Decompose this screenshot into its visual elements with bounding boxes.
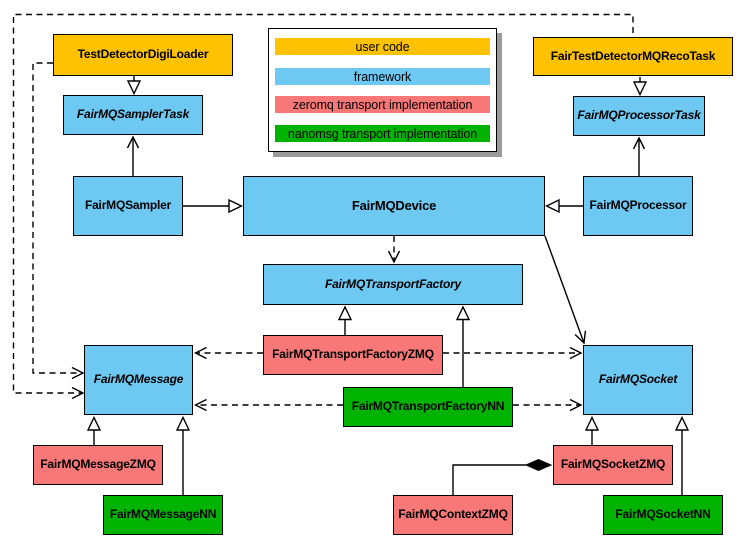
class-name: FairTestDetectorMQRecoTask [550, 48, 716, 63]
node-fairmqprocessor: FairMQProcessor [583, 176, 693, 236]
node-fairmqmessagenn: FairMQMessageNN [103, 495, 223, 535]
node-fairmqdevice: FairMQDevice [243, 176, 545, 236]
node-testdetectordigiloader: TestDetectorDigiLoader [53, 34, 233, 76]
class-name: FairMQContextZMQ [398, 507, 508, 522]
class-name: FairMQMessage [93, 372, 184, 387]
legend-item-zeromq: zeromq transport implementation [275, 96, 490, 113]
class-name: FairMQMessageNN [109, 507, 217, 522]
node-fairmqsamplertask: FairMQSamplerTask [63, 95, 203, 135]
dependency-recotask-message [12, 13, 634, 394]
node-fairmqprocessortask: FairMQProcessorTask [573, 96, 705, 136]
legend-item-user-code: user code [275, 38, 490, 55]
class-name: FairMQProcessorTask [577, 108, 701, 123]
class-name: FairMQSocketZMQ [560, 457, 666, 472]
legend-label: framework [353, 69, 412, 84]
class-name: TestDetectorDigiLoader [77, 47, 209, 62]
class-name: FairMQMessageZMQ [40, 457, 156, 472]
node-fairmqtransportfactoryzmq: FairMQTransportFactoryZMQ [263, 335, 443, 375]
class-name: FairMQSampler [84, 198, 172, 213]
node-fairmqtransportfactory: FairMQTransportFactory [263, 264, 523, 305]
association-device-socket [544, 235, 584, 343]
node-fairmqsocketzmq: FairMQSocketZMQ [553, 445, 673, 485]
class-name: FairMQTransportFactoryNN [351, 399, 505, 414]
legend-label: nanomsg transport implementation [287, 126, 478, 141]
legend-label: zeromq transport implementation [292, 97, 473, 112]
class-name: FairMQProcessor [589, 198, 687, 213]
class-name: FairMQTransportFactory [324, 276, 462, 291]
node-fairmqmessagezmq: FairMQMessageZMQ [33, 445, 163, 485]
legend-box: user code framework zeromq transport imp… [268, 28, 497, 152]
node-fairmqsampler: FairMQSampler [73, 176, 183, 236]
class-name: FairMQSocket [598, 372, 678, 387]
class-name: FairMQDevice [351, 197, 437, 213]
legend-label: user code [355, 39, 410, 54]
legend-item-framework: framework [275, 68, 490, 85]
node-fairtestdetectormqrecotask: FairTestDetectorMQRecoTask [533, 37, 733, 76]
node-fairmqcontextzmq: FairMQContextZMQ [393, 495, 513, 535]
legend-item-nanomsg: nanomsg transport implementation [275, 125, 490, 142]
composition-contextzmq-socketzmq [452, 465, 526, 495]
class-name: FairMQTransportFactoryZMQ [272, 347, 434, 362]
class-name: FairMQSocketNN [615, 507, 711, 522]
node-fairmqmessage: FairMQMessage [84, 345, 193, 415]
class-name: FairMQSamplerTask [76, 107, 190, 122]
node-fairmqtransportfactorynn: FairMQTransportFactoryNN [343, 387, 513, 427]
node-fairmqsocketnn: FairMQSocketNN [603, 495, 723, 535]
node-fairmqsocket: FairMQSocket [583, 345, 693, 415]
